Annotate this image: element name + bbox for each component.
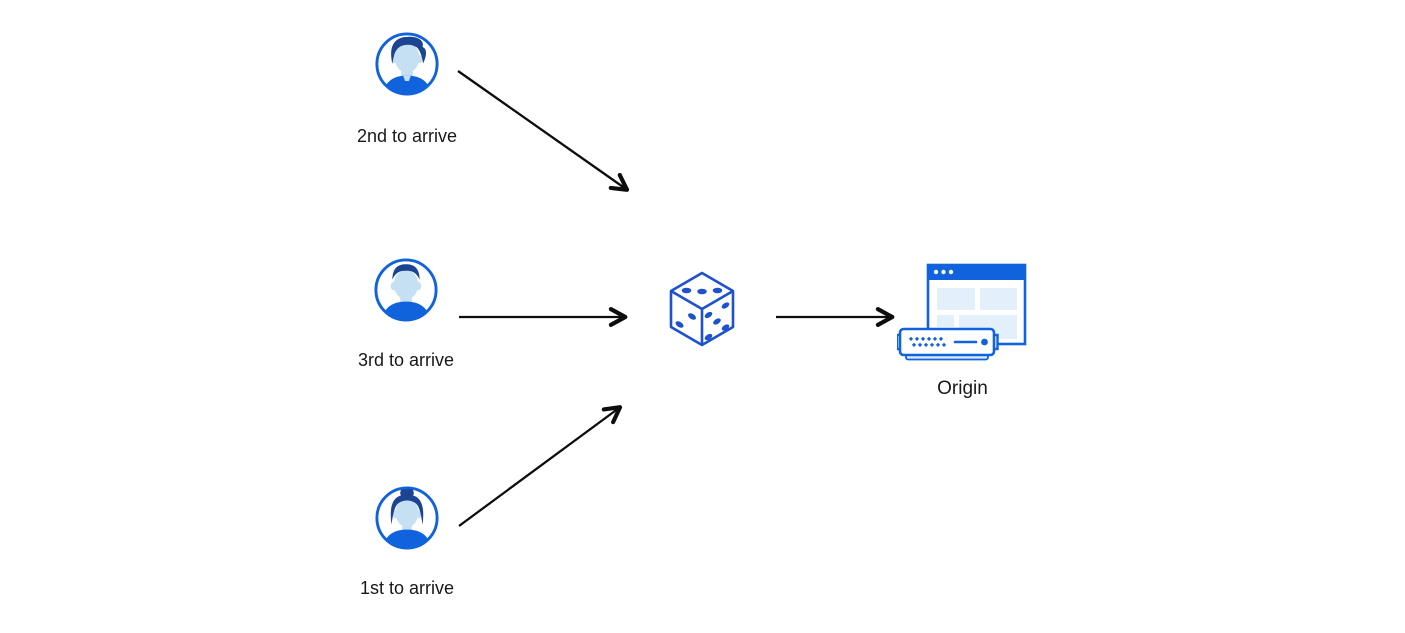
origin-server-icon	[897, 263, 1027, 361]
origin-node: Origin	[897, 263, 1028, 400]
arrow-first-client-to-dice	[458, 405, 623, 527]
server-icon	[897, 327, 999, 361]
woman-bun-avatar	[375, 486, 439, 550]
dice-icon	[669, 271, 735, 347]
client-label: 1st to arrive	[359, 578, 455, 598]
arrow-second-client-to-dice	[457, 70, 630, 192]
client-node-third: 3rd to arrive	[336, 257, 476, 371]
origin-label: Origin	[937, 378, 988, 399]
man-short-hair-avatar	[374, 258, 438, 322]
dice-pips	[675, 287, 730, 341]
client-node-second: 2nd to arrive	[337, 31, 477, 147]
client-node-first: 1st to arrive	[337, 485, 477, 599]
client-label: 2nd to arrive	[356, 126, 458, 146]
client-label: 3rd to arrive	[357, 350, 455, 370]
man-swept-hair-avatar	[375, 32, 439, 96]
